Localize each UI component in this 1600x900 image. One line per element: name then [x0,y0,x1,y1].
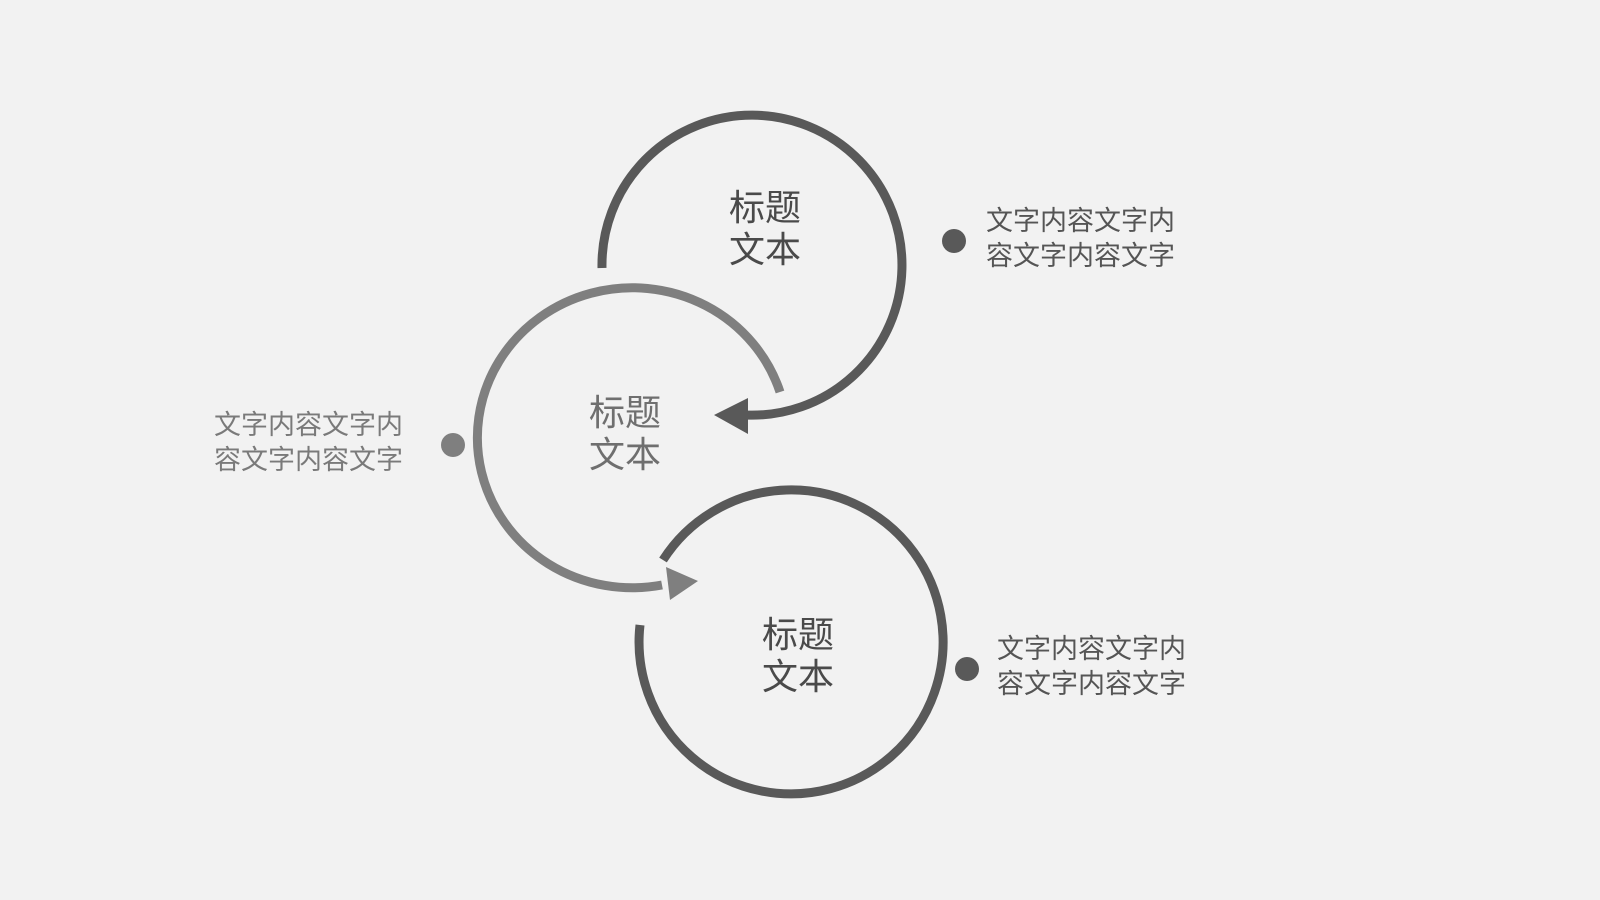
bottom-node-desc-line1: 文字内容文字内 [997,634,1186,665]
middle-ring-arc [472,283,785,593]
middle-node-desc-line1: 文字内容文字内 [214,410,403,441]
middle-node-title-line2: 文本 [588,435,661,476]
middle-node-title: 标题 文本 [565,393,685,477]
middle-node-bullet-icon [441,433,465,457]
top-node-title-line1: 标题 [728,188,801,229]
bottom-node-title-line2: 文本 [761,657,834,698]
middle-ring-arrowhead-icon [666,567,698,600]
bottom-ring-arc [634,485,948,799]
bottom-node-title: 标题 文本 [738,615,858,699]
bottom-node-desc-line2: 容文字内容文字 [997,669,1186,700]
top-node-title-line2: 文本 [728,230,801,271]
top-ring-arc [597,110,907,420]
top-node-desc-line1: 文字内容文字内 [986,206,1175,237]
top-node-title: 标题 文本 [705,188,825,272]
top-node-bullet-icon [942,229,966,253]
top-node-description: 文字内容文字内 容文字内容文字 [986,204,1175,274]
top-ring-arrowhead-icon [714,398,748,434]
bottom-node-bullet-icon [955,657,979,681]
bottom-node-title-line1: 标题 [761,615,834,656]
middle-node-title-line1: 标题 [588,393,661,434]
middle-node-desc-line2: 容文字内容文字 [214,445,403,476]
top-node-desc-line2: 容文字内容文字 [986,241,1175,272]
bottom-node-description: 文字内容文字内 容文字内容文字 [997,632,1186,702]
middle-node-description: 文字内容文字内 容文字内容文字 [214,408,403,478]
